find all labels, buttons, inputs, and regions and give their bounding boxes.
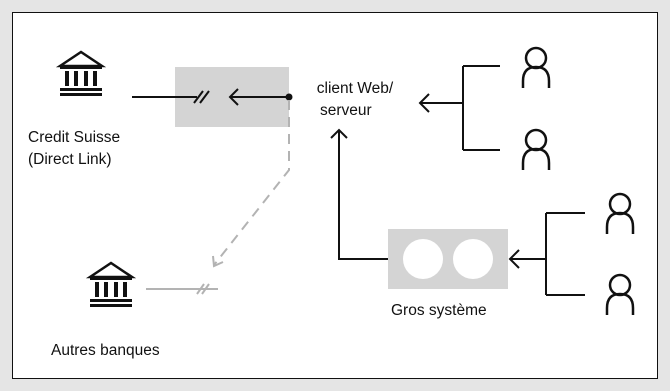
mainframe-icon [388,229,508,289]
client-web-line2: serveur [320,102,372,119]
diagram-border [12,12,658,379]
user-icon [605,192,635,236]
user-icon [605,273,635,317]
credit-suisse-line1: Credit Suisse [28,129,121,146]
bottom-user-connector [508,212,585,296]
autres-banques-link [146,283,218,295]
autres-banques-label: Autres banques [51,342,160,359]
credit-suisse-label: Credit Suisse (Direct Link) [28,127,120,171]
credit-suisse-link [132,88,293,106]
credit-suisse-line2: (Direct Link) [28,151,112,168]
mainframe-to-client-link [330,128,388,260]
dashed-link [212,100,290,268]
bank-icon [88,261,134,309]
user-icon [521,128,551,172]
bank-icon [58,50,104,98]
client-web-line1: client Web/ [316,80,394,97]
user-icon [521,46,551,90]
gros-systeme-label: Gros système [391,302,487,319]
client-web-label: client Web/ serveur [305,78,405,122]
top-user-connector [418,65,500,151]
